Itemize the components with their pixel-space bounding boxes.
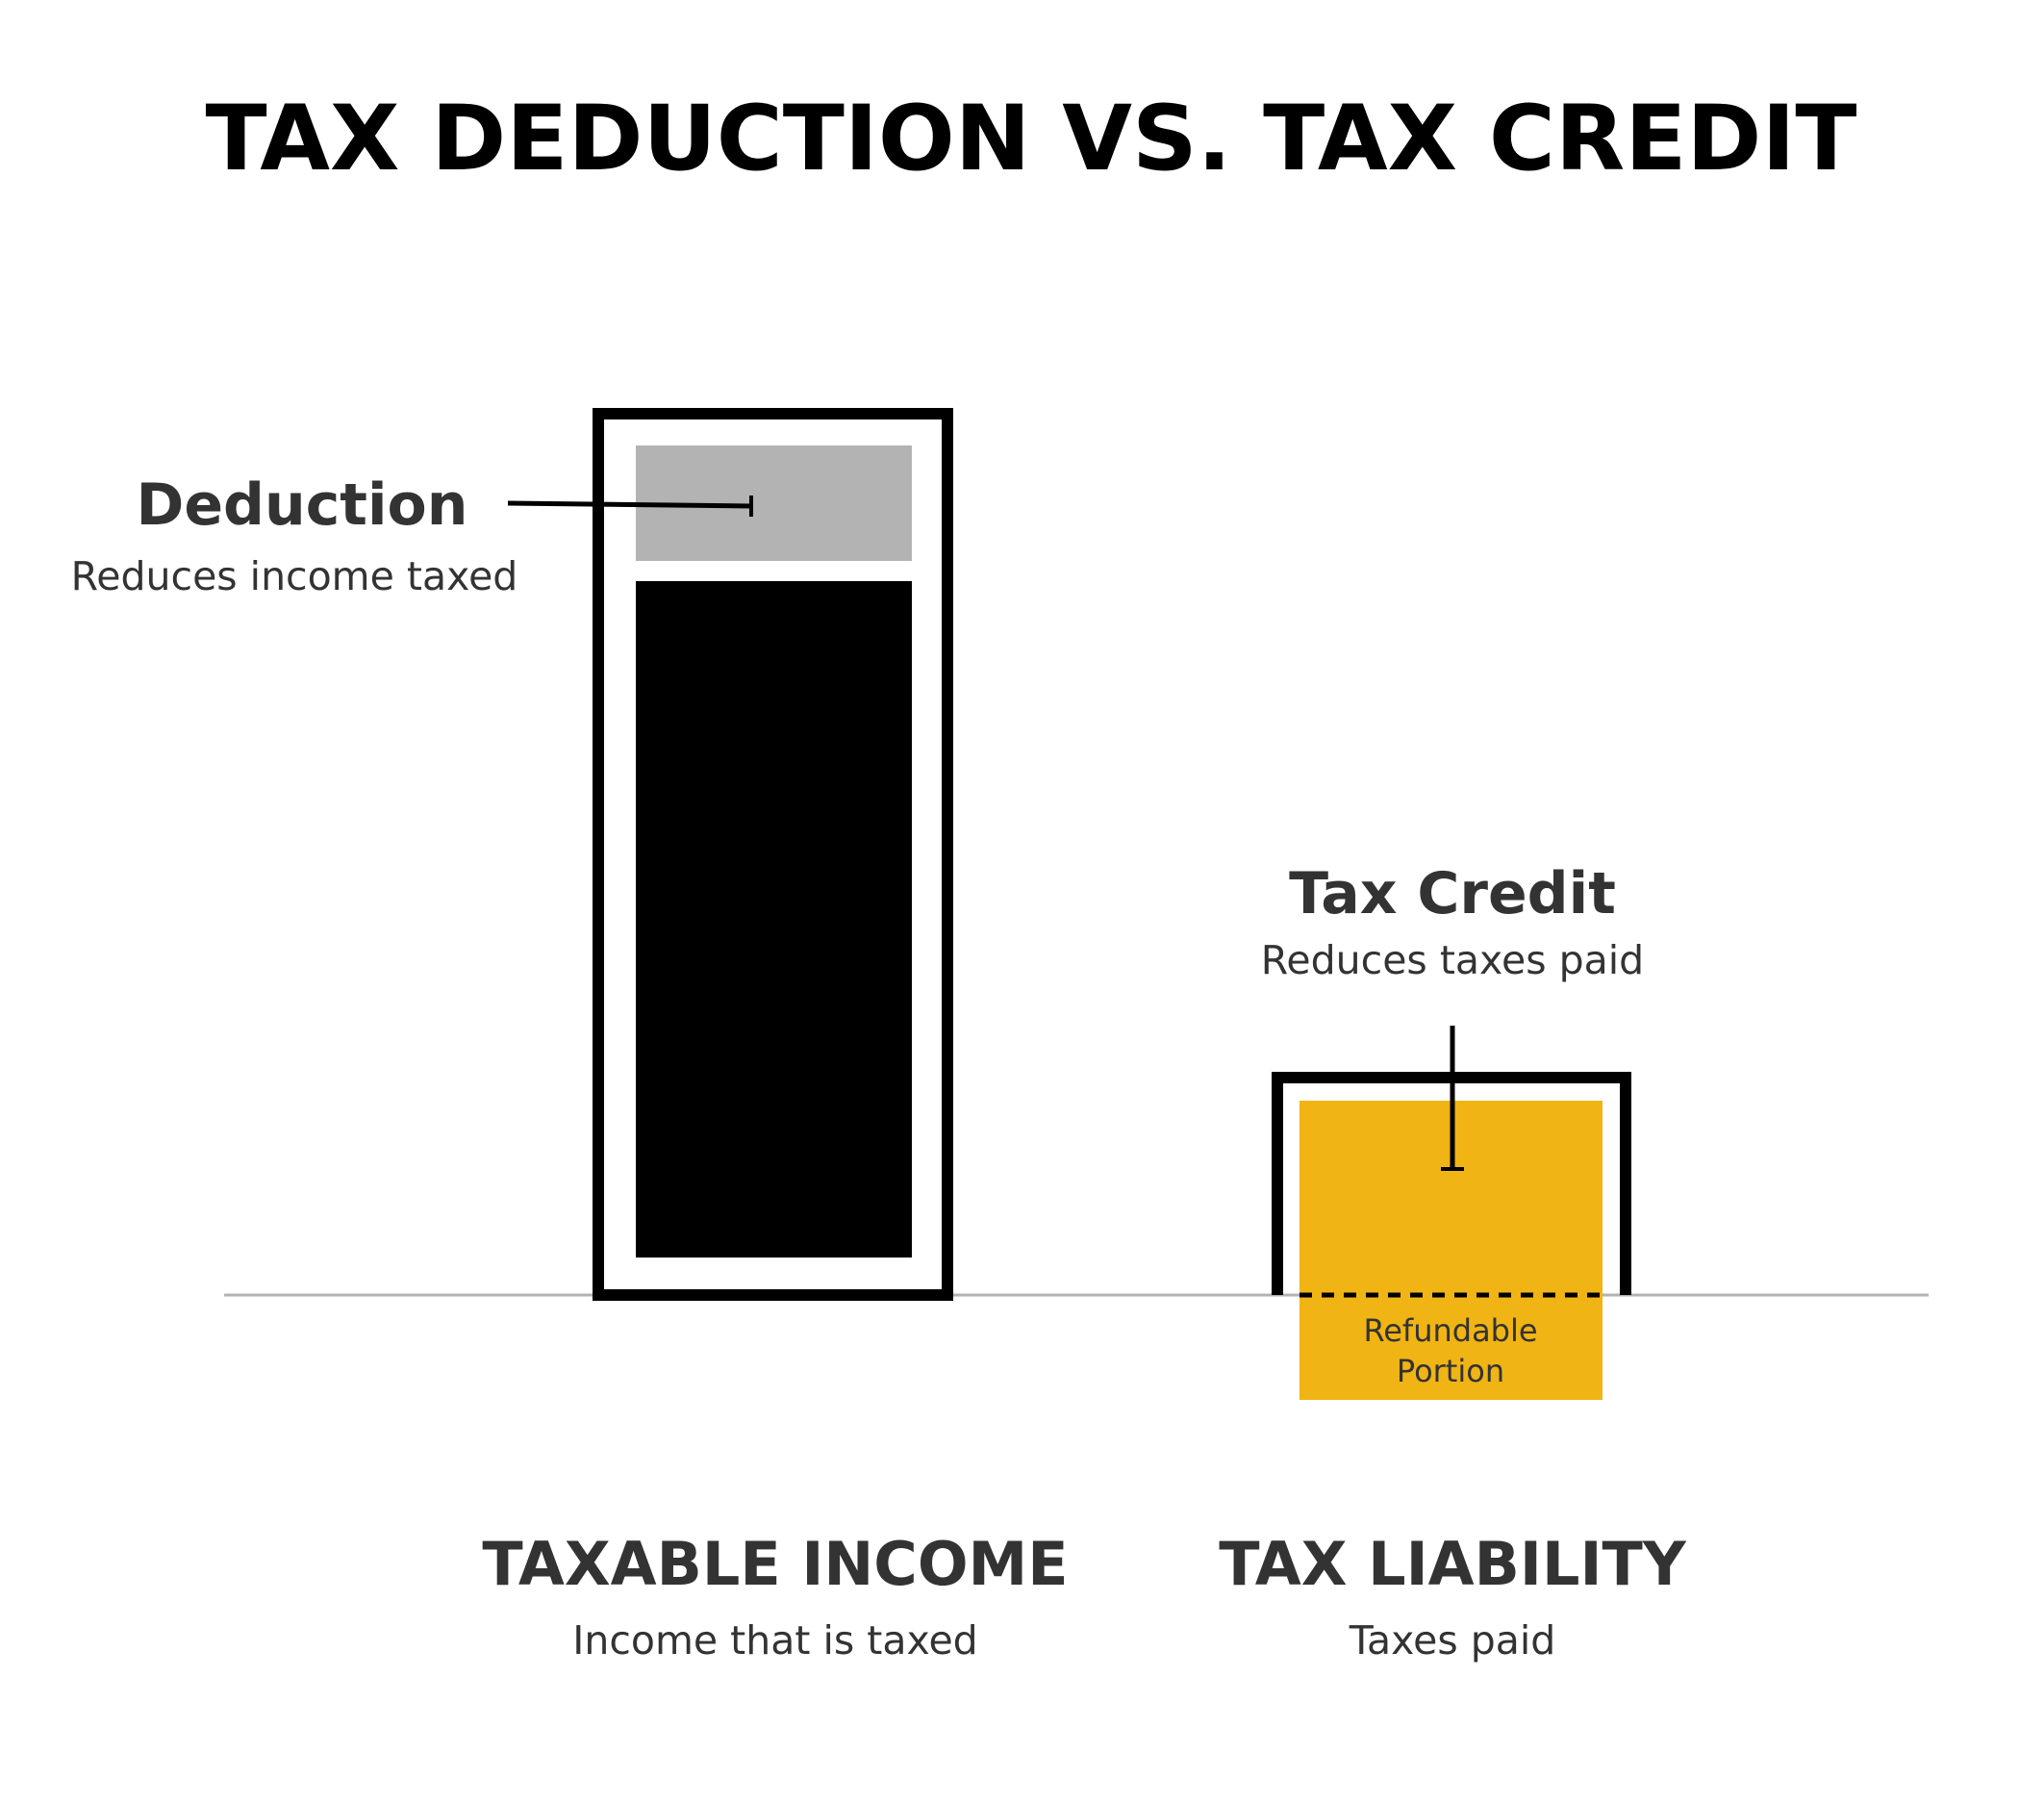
deduction-label: Deduction	[137, 471, 468, 539]
refundable-label-line2: Portion	[1397, 1353, 1504, 1389]
tax-liability-title: TAX LIABILITY	[1219, 1529, 1687, 1599]
refundable-label-line1: Refundable	[1363, 1312, 1537, 1349]
taxable-income-title: TAXABLE INCOME	[482, 1529, 1068, 1599]
taxable-income-description: Income that is taxed	[572, 1617, 977, 1664]
deduction-description: Reduces income taxed	[71, 553, 518, 599]
page-title: TAX DEDUCTION VS. TAX CREDIT	[205, 87, 1856, 191]
tax-liability-description: Taxes paid	[1349, 1617, 1556, 1664]
taxed-income-block	[636, 581, 912, 1258]
tax-credit-description: Reduces taxes paid	[1261, 937, 1644, 983]
tax-credit-label: Tax Credit	[1289, 860, 1616, 927]
taxable-income-bar	[593, 408, 953, 1301]
deduction-pointer-line	[507, 500, 752, 509]
